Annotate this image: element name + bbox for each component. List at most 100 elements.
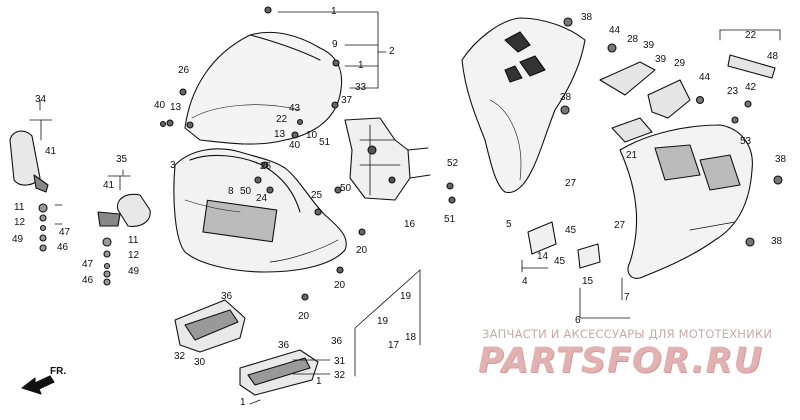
right-mirror <box>97 193 151 227</box>
callout-44: 44 <box>609 25 621 36</box>
callout-43: 43 <box>289 103 301 114</box>
callout-15: 15 <box>582 276 594 287</box>
callout-10: 10 <box>306 130 318 141</box>
callout-4: 4 <box>522 276 528 287</box>
callout-36: 36 <box>278 340 290 351</box>
callout-37: 37 <box>341 95 353 106</box>
watermark-subtitle: ЗАПЧАСТИ И АКСЕССУАРЫ ДЛЯ МОТОТЕХНИКИ <box>482 327 773 341</box>
lower-cowl-panels <box>174 299 319 396</box>
callout-45: 45 <box>554 256 566 267</box>
callout-14: 14 <box>537 251 549 262</box>
callout-11: 11 <box>128 235 139 246</box>
front-arrow-icon <box>21 375 55 395</box>
front-direction-label: FR. <box>50 366 67 377</box>
callout-52: 52 <box>447 158 459 169</box>
callout-1: 1 <box>331 6 337 17</box>
callout-20: 20 <box>298 311 310 322</box>
callout-36: 36 <box>221 291 233 302</box>
callout-26: 26 <box>260 161 272 172</box>
callout-36: 36 <box>331 336 343 347</box>
callout-42: 42 <box>745 82 757 93</box>
callout-1: 1 <box>358 60 364 71</box>
leader-lines <box>29 11 781 405</box>
callout-1: 1 <box>240 397 246 408</box>
mounting-brackets <box>599 43 776 143</box>
callout-32: 32 <box>174 351 186 362</box>
screws <box>159 6 456 301</box>
callout-38: 38 <box>775 154 787 165</box>
left-mirror <box>9 130 49 193</box>
callout-13: 13 <box>170 102 182 113</box>
callout-7: 7 <box>624 292 630 303</box>
callout-19: 19 <box>400 291 412 302</box>
callout-45: 45 <box>565 225 577 236</box>
callout-38: 38 <box>581 12 593 23</box>
callout-46: 46 <box>82 275 94 286</box>
callout-21: 21 <box>626 150 638 161</box>
callout-1: 1 <box>316 376 322 387</box>
callout-27: 27 <box>565 178 577 189</box>
upper-cowl <box>173 148 347 273</box>
callout-44: 44 <box>699 72 711 83</box>
callout-33: 33 <box>355 82 367 93</box>
callout-5: 5 <box>506 219 512 230</box>
callout-20: 20 <box>356 245 368 256</box>
callout-51: 51 <box>319 137 331 148</box>
callout-22: 22 <box>745 30 757 41</box>
callout-28: 28 <box>627 34 639 45</box>
side-cowl-upper <box>461 17 586 194</box>
callout-13: 13 <box>274 129 286 140</box>
callout-34: 34 <box>35 94 47 105</box>
callout-46: 46 <box>57 242 69 253</box>
callout-40: 40 <box>154 100 166 111</box>
callout-6: 6 <box>575 315 581 326</box>
cowl-stay <box>344 117 431 201</box>
callout-49: 49 <box>12 234 24 245</box>
callout-35: 35 <box>116 154 128 165</box>
callout-31: 31 <box>334 356 346 367</box>
callout-20: 20 <box>334 280 346 291</box>
callout-40: 40 <box>289 140 301 151</box>
callout-19: 19 <box>377 316 389 327</box>
callout-18: 18 <box>405 332 417 343</box>
watermark-logo: PARTSFOR.RU <box>478 341 763 381</box>
decal-panels <box>527 221 601 269</box>
callout-41: 41 <box>103 180 115 191</box>
callout-50: 50 <box>340 183 352 194</box>
callout-27: 27 <box>614 220 626 231</box>
callout-8: 8 <box>228 186 234 197</box>
callout-11: 11 <box>14 202 25 213</box>
callout-12: 12 <box>128 250 140 261</box>
callout-50: 50 <box>240 186 252 197</box>
callout-29: 29 <box>674 58 686 69</box>
callout-12: 12 <box>14 217 26 228</box>
callout-16: 16 <box>404 219 416 230</box>
callout-9: 9 <box>332 39 338 50</box>
callout-26: 26 <box>178 65 190 76</box>
callout-17: 17 <box>388 340 400 351</box>
callout-30: 30 <box>194 357 206 368</box>
callout-25: 25 <box>311 190 323 201</box>
callout-38: 38 <box>560 92 572 103</box>
callout-47: 47 <box>82 259 94 270</box>
callout-39: 39 <box>643 40 655 51</box>
callout-24: 24 <box>256 193 268 204</box>
callout-49: 49 <box>128 266 140 277</box>
callout-32: 32 <box>334 370 346 381</box>
mirror-hardware <box>38 203 112 286</box>
callout-48: 48 <box>767 51 779 62</box>
side-cowl-lower <box>619 124 783 279</box>
callout-41: 41 <box>45 146 57 157</box>
callout-22: 22 <box>276 114 288 125</box>
callout-39: 39 <box>655 54 667 65</box>
windscreen <box>184 31 343 145</box>
callout-53: 53 <box>740 136 752 147</box>
callout-2: 2 <box>389 46 395 57</box>
callout-23: 23 <box>727 86 739 97</box>
callout-38: 38 <box>771 236 783 247</box>
callout-3: 3 <box>170 160 176 171</box>
callout-47: 47 <box>59 227 71 238</box>
callout-51: 51 <box>444 214 456 225</box>
